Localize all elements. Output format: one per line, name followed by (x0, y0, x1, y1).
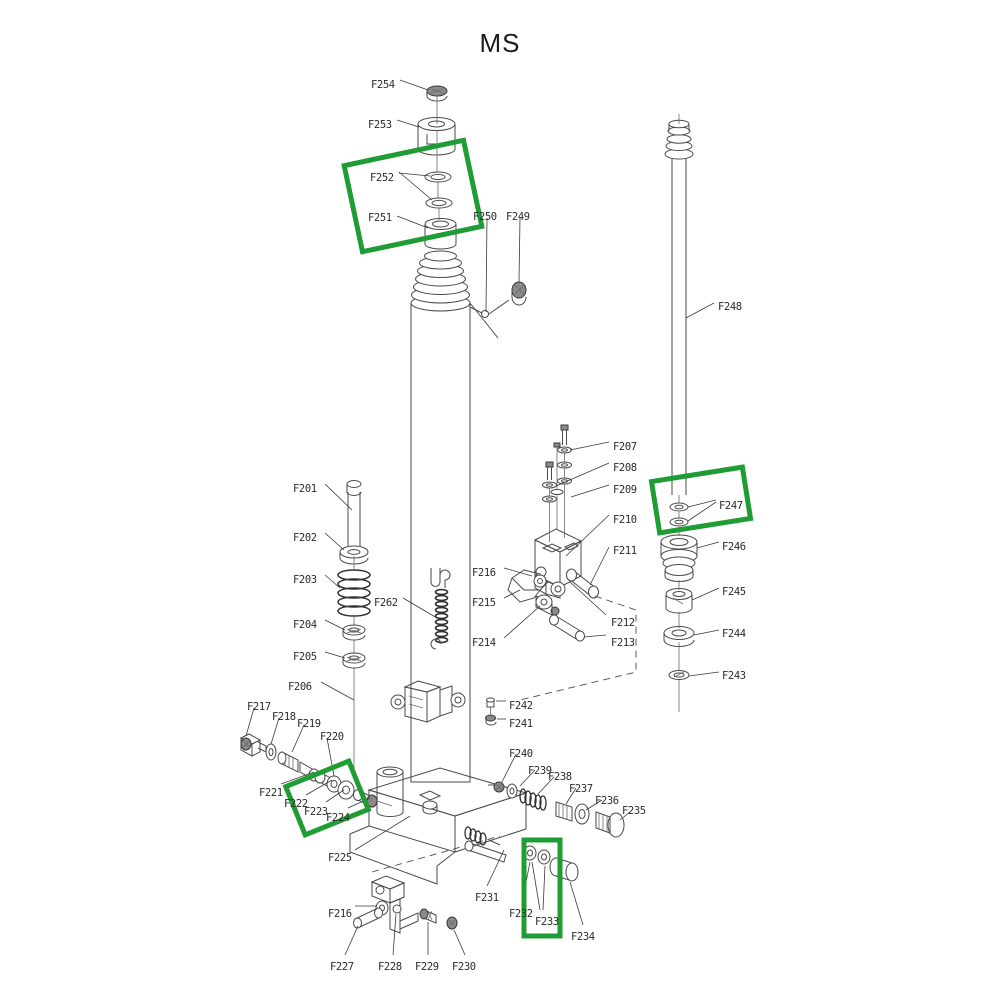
page-title: MS (479, 28, 521, 58)
pin-fitting-f249-f250 (469, 281, 527, 339)
part-label-f208: F208 (613, 462, 637, 474)
part-label-f234: F234 (571, 931, 595, 943)
part-label-f262: F262 (374, 597, 398, 609)
part-label-f247: F247 (719, 500, 743, 512)
part-label-f228: F228 (378, 961, 402, 973)
part-label-f220: F220 (320, 731, 344, 743)
part-label-f241: F241 (509, 718, 533, 730)
part-label-f229: F229 (415, 961, 439, 973)
part-label-f202: F202 (293, 532, 317, 544)
part-label-f209: F209 (613, 484, 637, 496)
compression-spring (337, 569, 371, 617)
part-label-f252: F252 (370, 172, 394, 184)
part-label-f237: F237 (569, 783, 593, 795)
part-label-f219: F219 (297, 718, 321, 730)
part-label-f243: F243 (722, 670, 746, 682)
part-label-f231: F231 (475, 892, 499, 904)
part-label-f226: F216 (328, 908, 352, 920)
part-label-f253: F253 (368, 119, 392, 131)
base-platform (349, 766, 528, 885)
part-label-f222: F222 (284, 798, 308, 810)
part-label-f214: F214 (472, 637, 496, 649)
part-label-f232: F232 (509, 908, 533, 920)
highlight-f247 (648, 464, 754, 536)
small-fitting-f241-f242 (485, 697, 497, 726)
highlight-f233 (521, 837, 563, 939)
part-label-f254: F254 (371, 79, 395, 91)
part-label-f245: F245 (722, 586, 746, 598)
part-label-f233: F233 (535, 916, 559, 928)
part-label-f201: F201 (293, 483, 317, 495)
part-label-f210: F210 (613, 514, 637, 526)
part-label-f235: F235 (622, 805, 646, 817)
part-label-f244: F244 (722, 628, 746, 640)
lever-handle-assembly (507, 569, 585, 642)
part-label-f206: F206 (288, 681, 312, 693)
part-label-f216: F216 (472, 567, 496, 579)
part-label-f227: F227 (330, 961, 354, 973)
part-label-f248: F248 (718, 301, 742, 313)
part-label-f217: F217 (247, 701, 271, 713)
part-label-f203: F203 (293, 574, 317, 586)
part-label-f224: F224 (326, 812, 350, 824)
part-label-f223: F223 (304, 806, 328, 818)
part-label-f211: F211 (613, 545, 637, 557)
left-fitting-train (239, 733, 393, 808)
part-label-f249: F249 (506, 211, 530, 223)
part-label-f204: F204 (293, 619, 317, 631)
part-label-f246: F246 (722, 541, 746, 553)
part-label-f207: F207 (613, 441, 637, 453)
foot-pedal-assembly (353, 875, 458, 934)
part-label-f205: F205 (293, 651, 317, 663)
part-label-f218: F218 (272, 711, 296, 723)
part-label-f251: F251 (368, 212, 392, 224)
part-label-f239: F239 (528, 765, 552, 777)
part-label-f236: F236 (595, 795, 619, 807)
part-label-f238: F238 (548, 771, 572, 783)
part-label-f230: F230 (452, 961, 476, 973)
highlight-boxes (282, 137, 754, 939)
part-label-f240: F240 (509, 748, 533, 760)
valve-block-assembly (519, 424, 637, 701)
part-label-f250: F250 (473, 211, 497, 223)
part-label-f221: F221 (259, 787, 283, 799)
highlight-f223 (282, 757, 372, 839)
release-valve-train (464, 781, 625, 882)
part-label-f215: F215 (472, 597, 496, 609)
internal-tension-spring (430, 568, 451, 650)
part-label-f213: F213 (611, 637, 635, 649)
part-label-f212: F212 (611, 617, 635, 629)
part-label-f225: F225 (328, 852, 352, 864)
highlight-f252-f251 (341, 137, 485, 255)
part-label-f242: F242 (509, 700, 533, 712)
piston-rod-column (660, 114, 698, 712)
main-cylinder-assembly (390, 85, 471, 783)
plunger-stack-assembly (337, 480, 371, 770)
